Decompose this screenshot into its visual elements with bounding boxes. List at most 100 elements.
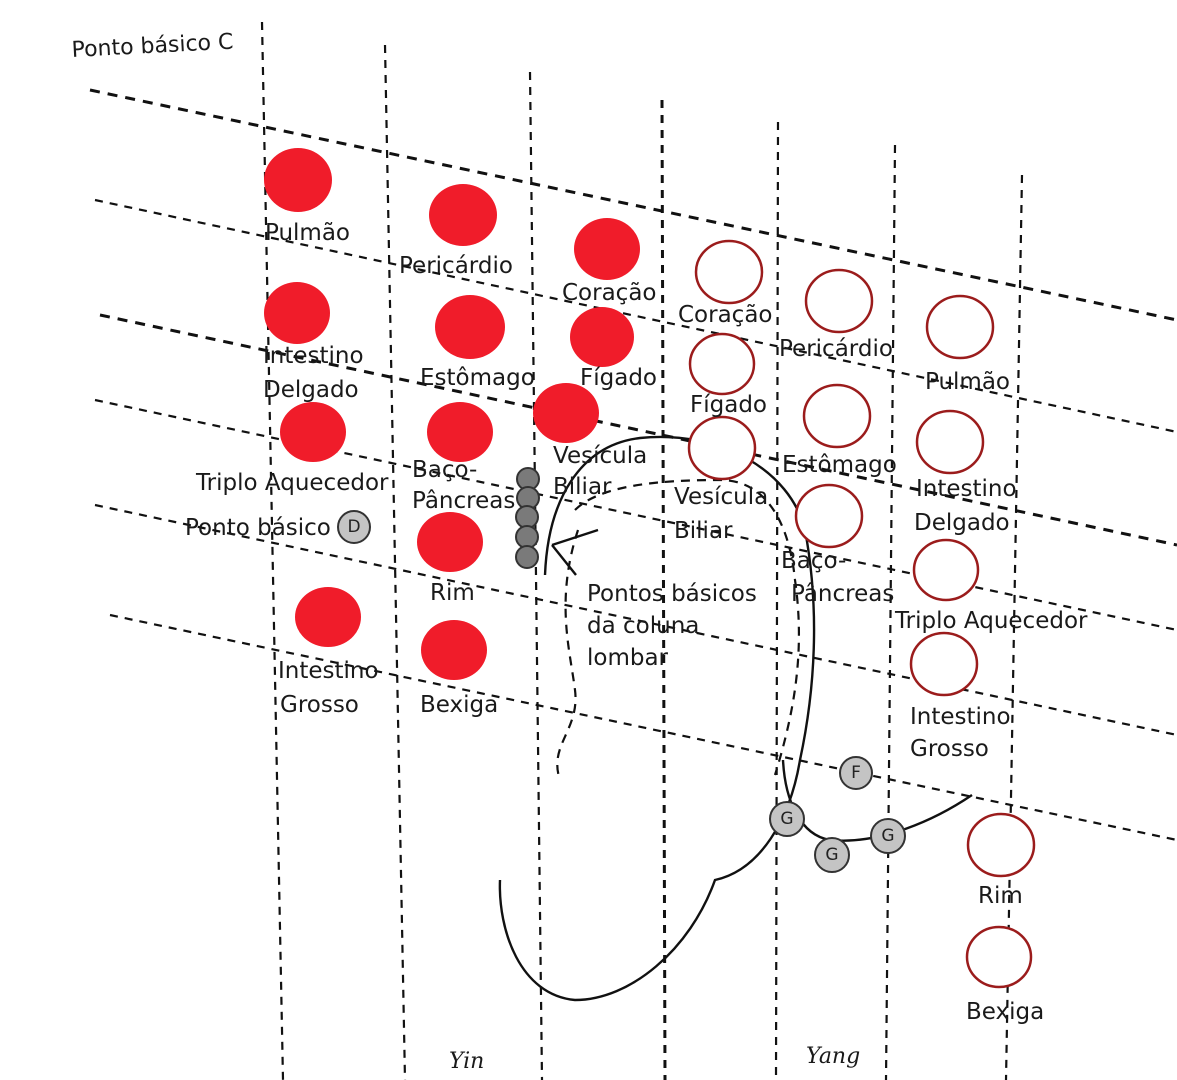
yang-labels: Coração Pericárdio Pulmão Fígado Estômag… [674,302,1088,1025]
vertical-line-3 [528,71,544,1080]
horizontal-line-1 [89,88,1177,322]
basic-point-g [769,801,805,837]
label-yang-bexiga: Bexiga [966,999,1044,1025]
yang-dot-vesicula-biliar [687,415,757,481]
label-yang-pancreas: Pâncreas [791,581,894,607]
label-yang-grosso: Grosso [910,736,989,762]
lumbar-points [515,467,540,569]
yang-dot-coracao [694,239,764,305]
basic-point-g-letter: G [825,845,838,865]
lumbar-label: Pontos básicos da coluna lombar [587,581,757,671]
yang-dot-rim [966,812,1036,878]
label-yin-coracao: Coração [562,280,657,306]
horizontal-line-5 [94,503,1177,737]
yin-dot-figado [570,307,634,367]
label-yang-pulmao: Pulmão [925,369,1010,395]
label-yin-biliar: Biliar [553,474,612,500]
yang-dot-figado [688,332,756,396]
basic-point-g-letter: G [780,809,793,829]
ear-outline [498,435,973,1002]
label-yin-intestino: Intestino [263,343,364,369]
label-yin-baco: Baço- [412,457,477,483]
vertical-line-5 [774,121,780,1080]
yang-dot-estomago [802,383,872,449]
basic-point-f-letter: F [851,763,861,783]
yin-dot-intestino-delgado [264,282,330,344]
label-yin-pulmao: Pulmão [265,220,350,246]
yang-dot-bexiga [965,925,1033,989]
yin-dot-vesicula-biliar [533,383,599,443]
ear-helix [498,435,816,1002]
vertical-line-6 [884,144,897,1080]
label-lumbar-line-1: Pontos básicos [587,581,757,607]
horizontal-guides [89,88,1177,842]
label-yang-coracao: Coração [678,302,773,328]
label-yin-figado: Fígado [580,365,657,391]
label-yin-rim: Rim [430,580,475,606]
label-yang-triplo-aquecedor: Triplo Aquecedor [894,608,1088,634]
ear-concha [556,529,580,781]
lumbar-point [515,545,539,569]
vertical-line-1 [260,21,285,1080]
horizontal-line-6 [109,613,1177,842]
label-ponto-basico-d: Ponto básico [185,515,331,541]
yang-dot-intestino-grosso [909,631,979,697]
basic-point-g-letter: G [881,826,894,846]
label-lumbar-line-3: lombar [587,645,669,671]
ear-antihelix [574,478,801,776]
label-yin-triplo-aquecedor: Triplo Aquecedor [195,470,389,496]
vertical-guides [260,21,1024,1080]
yang-dot-triplo-aquecedor [912,538,980,602]
yin-dot-intestino-grosso [295,587,361,647]
basic-point-f [839,756,873,790]
label-yang-delgado: Delgado [914,510,1010,536]
label-yin-bexiga: Bexiga [420,692,498,718]
yang-points [687,239,1036,989]
yin-dot-baco-pancreas [427,402,493,462]
label-yang-rim: Rim [978,883,1023,909]
yin-dot-pericardio [429,184,497,246]
diagram-title: Ponto básico C [71,30,234,63]
label-yang-estomago: Estômago [782,452,897,478]
yin-dot-coracao [574,218,640,280]
label-yin-delgado: Delgado [263,377,359,403]
yang-dot-pericardio [804,268,874,334]
basic-point-d [337,510,371,544]
yang-dot-pulmao [925,294,995,360]
lumbar-pointer-arrow [551,528,599,576]
label-yang-pericardio: Pericárdio [779,336,893,362]
vertical-line-2 [383,44,407,1080]
basic-points: D F G G G [337,510,906,873]
label-yang-baco: Baço- [781,548,846,574]
label-yang-figado: Fígado [690,392,767,418]
yin-dot-estomago [435,295,505,359]
label-yang: Yang [806,1044,860,1069]
horizontal-line-2 [94,198,1177,434]
label-yin-pancreas: Pâncreas [412,488,515,514]
label-yin-intestino-g: Intestino [278,658,379,684]
yin-dot-bexiga [421,620,487,680]
label-yin-grosso: Grosso [280,692,359,718]
label-lumbar-line-2: da coluna [587,613,699,639]
lumbar-point [515,525,539,549]
label-yin-vesicula: Vesícula [553,443,647,469]
label-yang-biliar: Biliar [674,518,733,544]
basic-point-g [814,837,850,873]
label-yin-estomago: Estômago [420,365,535,391]
yang-dot-baco-pancreas [794,483,864,549]
basic-point-d-letter: D [347,517,360,537]
yin-dot-triplo-aquecedor [280,402,346,462]
label-yin-pericardio: Pericárdio [399,253,513,279]
yin-dot-pulmao [264,148,332,212]
yang-dot-intestino-delgado [915,409,985,475]
vertical-line-4 [660,99,667,1080]
label-yang-vesicula: Vesícula [674,484,768,510]
label-yang-intestino-g: Intestino [910,704,1011,730]
lumbar-point [515,505,539,529]
horizontal-line-3 [99,313,1177,547]
label-yang-intestino: Intestino [916,476,1017,502]
yin-labels: Pulmão Pericárdio Coração Intestino Delg… [195,220,657,718]
yin-points [264,148,640,680]
